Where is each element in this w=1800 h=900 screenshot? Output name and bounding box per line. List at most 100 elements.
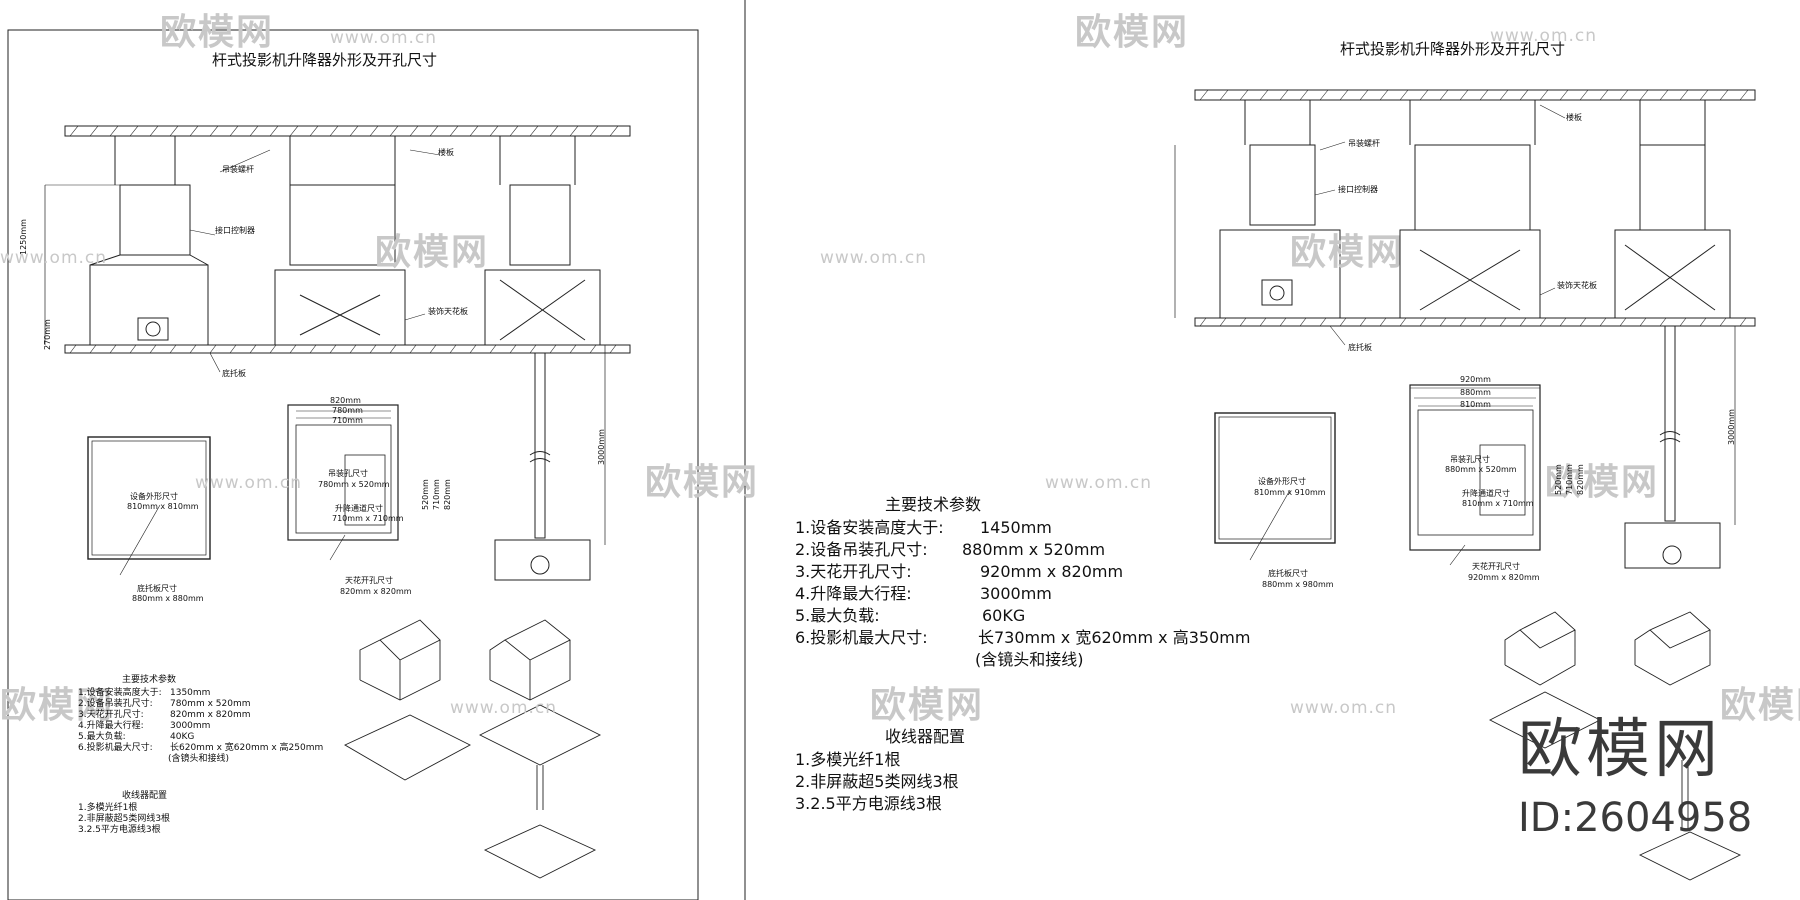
param-key: 2.设备吊装孔尺寸: bbox=[78, 699, 153, 709]
hole-side-dim-3: 820mm bbox=[1576, 464, 1585, 495]
label-control-box: 接口控制器 bbox=[215, 226, 255, 235]
leader-line bbox=[1449, 544, 1466, 566]
outer-box-inner bbox=[1218, 416, 1332, 540]
outer-box-size: 810mm x 810mm bbox=[127, 502, 199, 511]
label-base-plate: 底托板 bbox=[222, 369, 246, 378]
lift-channel-label: 升降通道尺寸 bbox=[1462, 489, 1510, 498]
param-key: 5.最大负载: bbox=[78, 732, 126, 742]
watermark-url: www.om.cn bbox=[1490, 26, 1598, 46]
outer-box-label: 设备外形尺寸 bbox=[1258, 477, 1306, 486]
lift-channel-label: 升降通道尺寸 bbox=[335, 504, 383, 513]
base-plate-label: 底托板尺寸 bbox=[1268, 569, 1308, 578]
leader-line bbox=[404, 313, 426, 321]
hang-hole bbox=[1479, 444, 1526, 516]
watermark-logo: 欧模网 bbox=[1290, 232, 1405, 273]
param-value: 880mm x 520mm bbox=[962, 540, 1106, 559]
break-mark bbox=[1659, 431, 1681, 443]
param-key: 3.天花开孔尺寸: bbox=[78, 710, 144, 720]
right-params-heading: 主要技术参数 bbox=[885, 495, 982, 514]
watermark-url: www.om.cn bbox=[450, 698, 558, 718]
right-title: 杆式投影机升降器外形及开孔尺寸 bbox=[1340, 40, 1566, 58]
right-ceiling-slab bbox=[1194, 317, 1756, 327]
leader-line bbox=[1329, 325, 1346, 346]
projector-lens bbox=[145, 321, 161, 337]
left-ceiling-hatch bbox=[69, 344, 617, 354]
hang-hole-size: 880mm x 520mm bbox=[1445, 465, 1517, 474]
param-key: 4.升降最大行程: bbox=[78, 721, 144, 731]
left-elevation bbox=[44, 125, 631, 581]
watermark-logo: 欧模网 bbox=[870, 685, 985, 726]
lift-projector-lens bbox=[1662, 545, 1682, 565]
hang-hole-label: 吊装孔尺寸 bbox=[328, 469, 368, 478]
unit-line bbox=[499, 279, 586, 341]
projector bbox=[137, 317, 169, 341]
watermark-logo: 欧模网 bbox=[645, 462, 760, 503]
leader-line bbox=[1539, 104, 1566, 119]
brand-logo-text: 欧模网 bbox=[1518, 713, 1722, 787]
hole-dim-2: 880mm bbox=[1460, 388, 1491, 397]
iso-unit-2 bbox=[489, 619, 571, 701]
unit-body bbox=[1414, 144, 1531, 231]
ceiling-hole-inner bbox=[1417, 409, 1534, 536]
leader-line bbox=[409, 149, 441, 156]
ceiling-hole-outer bbox=[287, 404, 399, 541]
watermark-url: www.om.cn bbox=[1290, 698, 1398, 718]
right-wires-heading: 收线器配置 bbox=[885, 727, 966, 746]
watermark-logo: 欧模网 bbox=[375, 232, 490, 273]
hole-side-dim-3: 820mm bbox=[443, 479, 452, 510]
outer-box-label: 设备外形尺寸 bbox=[130, 492, 178, 501]
break-mark bbox=[529, 451, 551, 463]
iso-plate-1 bbox=[1489, 691, 1601, 749]
unit-body bbox=[1249, 144, 1316, 226]
watermark-logo: 欧模网 bbox=[160, 12, 275, 53]
right-plan-boxes bbox=[1214, 384, 1541, 566]
param-key: 6.投影机最大尺寸: bbox=[78, 743, 153, 753]
left-params-heading: 主要技术参数 bbox=[122, 675, 177, 685]
param-key: 1.设备安装高度大于: bbox=[795, 518, 944, 537]
param-value: 820mm x 820mm bbox=[170, 710, 251, 720]
right-ceiling-hatch bbox=[1199, 317, 1747, 327]
ceiling-hole-size: 920mm x 820mm bbox=[1468, 573, 1540, 582]
hang-hole-size: 780mm x 520mm bbox=[318, 480, 390, 489]
watermark-url: www.om.cn bbox=[330, 28, 438, 48]
hole-side-dim-1: 520mm bbox=[1554, 464, 1563, 495]
hole-dim-1: 920mm bbox=[1460, 375, 1491, 384]
unit-line bbox=[1419, 249, 1521, 311]
unit-line bbox=[1624, 244, 1716, 311]
param-value: 长620mm x 宽620mm x 高250mm bbox=[170, 743, 324, 753]
wire-item: 2.非屏蔽超5类网线3根 bbox=[795, 772, 959, 791]
dim-height-270: 270mm bbox=[43, 319, 52, 350]
left-top-truss bbox=[64, 125, 631, 137]
watermark-url: www.om.cn bbox=[0, 248, 108, 268]
watermark-url: www.om.cn bbox=[820, 248, 928, 268]
param-note: (含镜头和接线) bbox=[975, 650, 1084, 669]
param-value: 1450mm bbox=[980, 518, 1052, 537]
leader-line bbox=[219, 149, 271, 173]
param-value: 920mm x 820mm bbox=[980, 562, 1124, 581]
right-isometric bbox=[1489, 611, 1742, 881]
unit-body bbox=[119, 184, 191, 256]
unit-frame bbox=[1614, 229, 1731, 319]
lift-pole bbox=[534, 352, 546, 539]
iso-plate-2 bbox=[478, 704, 602, 766]
left-isometric bbox=[344, 619, 602, 879]
hang-hole bbox=[344, 454, 386, 526]
param-value: 40KG bbox=[170, 732, 195, 742]
dim-travel-3000: 3000mm bbox=[597, 429, 606, 465]
leader-line bbox=[209, 352, 221, 373]
outer-box-size: 810mm x 910mm bbox=[1254, 488, 1326, 497]
label-base-plate: 底托板 bbox=[1348, 343, 1372, 352]
base-plate-label: 底托板尺寸 bbox=[137, 584, 177, 593]
param-key: 6.投影机最大尺寸: bbox=[795, 628, 928, 647]
label-control-box: 接口控制器 bbox=[1338, 185, 1378, 194]
leader-line bbox=[1539, 287, 1556, 296]
hole-dim-1: 820mm bbox=[330, 396, 361, 405]
left-title: 杆式投影机升降器外形及开孔尺寸 bbox=[212, 51, 438, 69]
leader-line bbox=[119, 504, 161, 576]
param-value: 3000mm bbox=[980, 584, 1052, 603]
unit-body bbox=[509, 184, 571, 266]
watermark-logo: 欧模网 bbox=[1720, 685, 1800, 726]
hole-dim-3: 710mm bbox=[332, 416, 363, 425]
wire-item: 3.2.5平方电源线3根 bbox=[78, 825, 161, 835]
watermark-logo: 欧模网 bbox=[1545, 462, 1660, 503]
